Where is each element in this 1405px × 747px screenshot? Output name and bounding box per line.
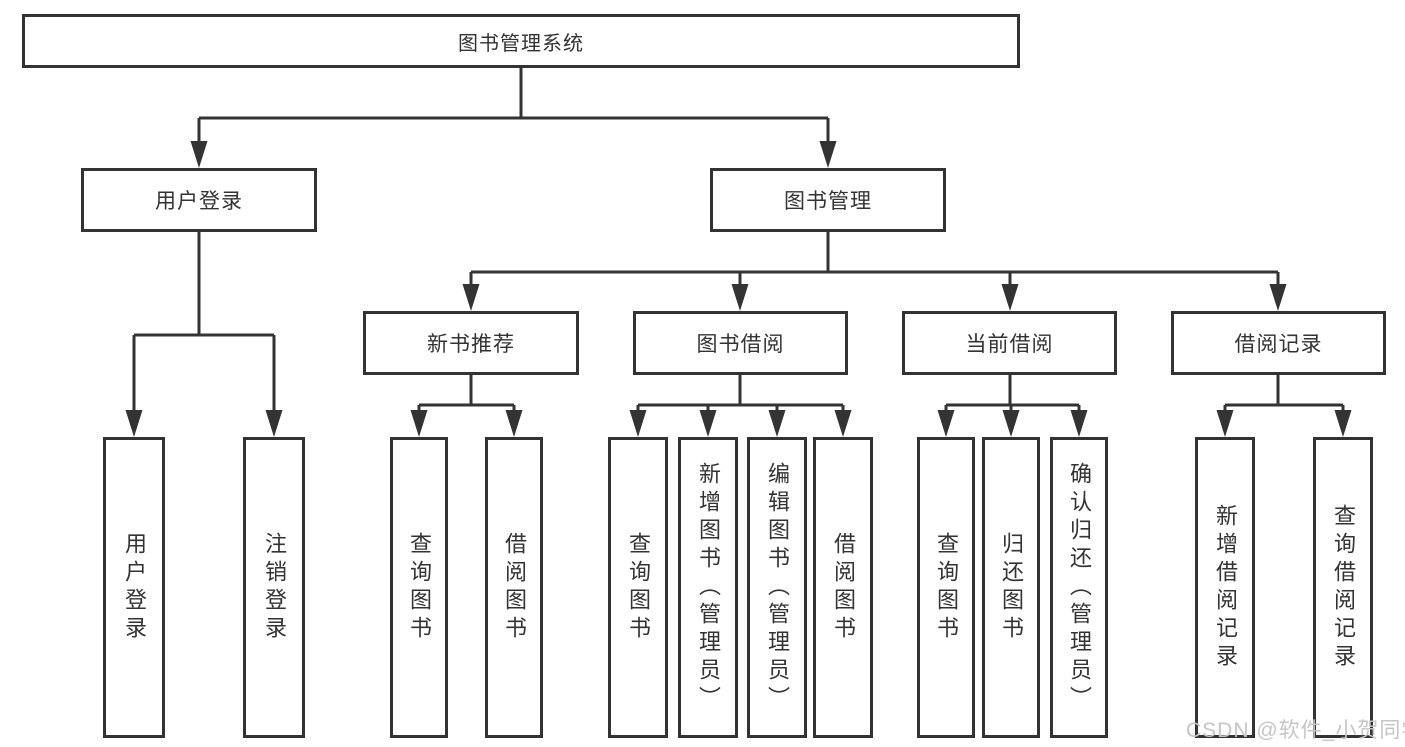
leaf-query-books-borrowing-label: 查询图书 [626,531,651,644]
leaf-add-book-admin-label: 新增图书（管理员） [696,461,721,714]
node-current-borrowing-label: 当前借阅 [965,333,1054,356]
leaf-add-borrow-record-label: 新增借阅记录 [1213,503,1238,672]
leaf-borrow-books-recommend-label: 借阅图书 [502,531,527,644]
leaf-borrow-books-borrowing: 借阅图书 [813,437,873,738]
leaf-user-login-label: 用户登录 [122,531,147,644]
connector-stems [132,68,1345,414]
leaf-query-borrow-record-label: 查询借阅记录 [1331,503,1356,672]
leaf-confirm-return-admin-label: 确认归还（管理员） [1067,461,1092,714]
leaf-query-books-recommend: 查询图书 [390,437,448,738]
node-book-management-label: 图书管理 [784,190,872,213]
leaf-return-books-label: 归还图书 [999,531,1024,644]
node-book-borrowing-label: 图书借阅 [696,333,785,356]
leaf-edit-book-admin: 编辑图书（管理员） [747,437,807,738]
leaf-return-books: 归还图书 [982,437,1040,738]
node-current-borrowing: 当前借阅 [902,311,1117,375]
leaf-query-books-current-label: 查询图书 [934,531,959,644]
leaf-add-borrow-record: 新增借阅记录 [1195,437,1255,738]
leaf-query-books-current: 查询图书 [917,437,975,738]
node-root-label: 图书管理系统 [458,32,584,55]
node-user-login: 用户登录 [81,168,317,232]
node-user-login-label: 用户登录 [155,190,243,213]
node-book-management: 图书管理 [710,168,946,232]
arrowheads [125,141,1352,437]
leaf-borrow-books-recommend: 借阅图书 [485,437,543,738]
leaf-logout-label: 注销登录 [262,531,287,644]
node-new-book-recommend-label: 新书推荐 [427,333,515,356]
leaf-query-borrow-record: 查询借阅记录 [1313,437,1373,738]
node-book-borrowing: 图书借阅 [633,311,848,375]
node-root-system: 图书管理系统 [22,14,1020,68]
csdn-watermark: CSDN @软件_小贺同学 [1186,719,1405,742]
leaf-user-login: 用户登录 [103,437,165,738]
node-borrowing-records: 借阅记录 [1171,311,1386,375]
leaf-query-books-recommend-label: 查询图书 [407,531,432,644]
leaf-confirm-return-admin: 确认归还（管理员） [1050,437,1108,738]
leaf-add-book-admin: 新增图书（管理员） [678,437,738,738]
leaf-borrow-books-borrowing-label: 借阅图书 [831,531,856,644]
leaf-edit-book-admin-label: 编辑图书（管理员） [765,461,790,714]
leaf-logout: 注销登录 [243,437,305,738]
node-new-book-recommend: 新书推荐 [363,311,579,375]
node-borrowing-records-label: 借阅记录 [1234,333,1323,356]
leaf-query-books-borrowing: 查询图书 [608,437,668,738]
